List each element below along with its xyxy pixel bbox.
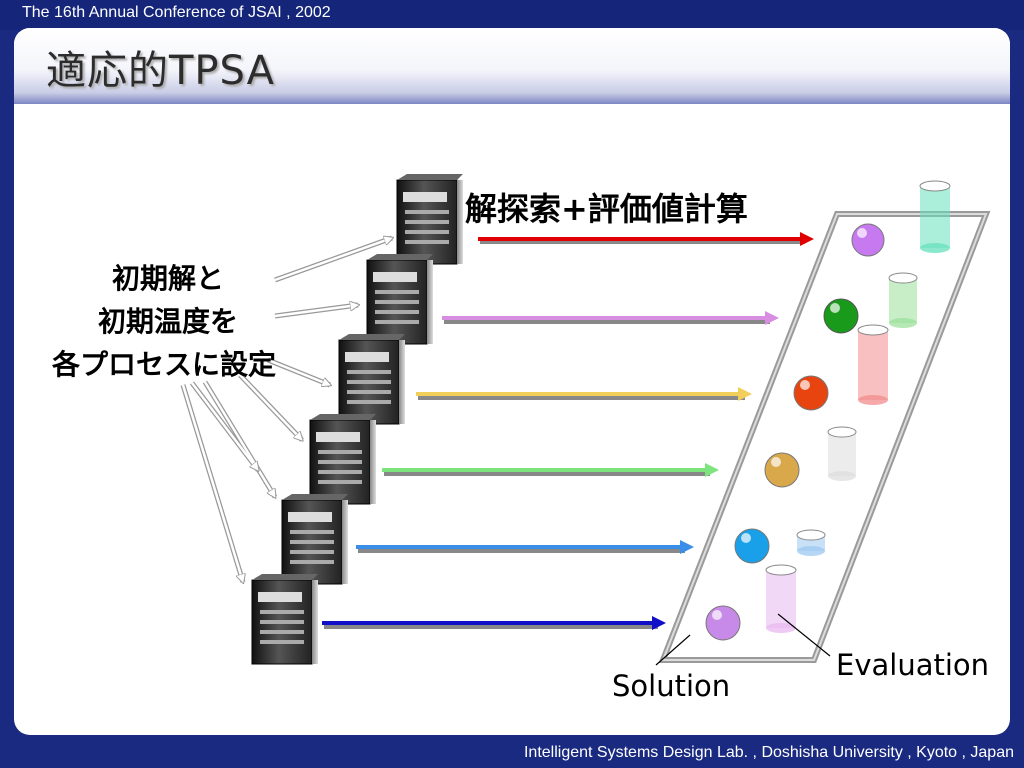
evaluation-cylinder xyxy=(765,564,797,633)
evaluation-cylinder xyxy=(796,529,826,556)
slide-title: 適応的TPSA xyxy=(46,48,276,94)
solution-sphere xyxy=(793,375,829,411)
server-icon xyxy=(309,414,376,505)
process-arrow xyxy=(442,311,779,325)
init-label-line: 初期温度を xyxy=(98,305,238,338)
init-arrows xyxy=(180,238,392,582)
sphere-highlights xyxy=(712,228,867,620)
process-servers xyxy=(251,174,463,665)
init-label-line: 各プロセスに設定 xyxy=(51,348,276,381)
evaluation-cylinder xyxy=(857,324,889,405)
solution-sphere xyxy=(705,605,741,641)
server-icon xyxy=(281,494,348,585)
evaluation-cylinder xyxy=(888,272,918,328)
title-bar: 適応的TPSA xyxy=(14,28,1010,104)
solution-sphere xyxy=(851,223,885,257)
top-bar: The 16th Annual Conference of JSAI , 200… xyxy=(0,0,1024,30)
server-icon xyxy=(366,254,433,345)
server-icon xyxy=(396,174,463,265)
process-arrow xyxy=(478,232,814,246)
process-arrows xyxy=(322,232,814,630)
process-arrow xyxy=(322,616,666,630)
server-icon xyxy=(251,574,318,665)
solution-label: Solution xyxy=(612,669,730,703)
server-icon xyxy=(338,334,405,425)
init-label: 初期解と 初期温度を 各プロセスに設定 xyxy=(51,262,276,381)
solution-sphere xyxy=(764,452,800,488)
init-label-line: 初期解と xyxy=(112,262,224,295)
evaluation-callout-line xyxy=(777,613,831,657)
process-arrow xyxy=(416,387,752,401)
evaluation-label: Evaluation xyxy=(836,648,989,682)
evaluation-cylinder xyxy=(827,426,857,481)
solution-callout-line xyxy=(655,634,691,666)
solution-sphere xyxy=(823,298,859,334)
conference-header: The 16th Annual Conference of JSAI , 200… xyxy=(22,4,331,21)
footer-credit: Intelligent Systems Design Lab. , Doshis… xyxy=(523,744,1014,761)
evaluation-cylinders xyxy=(765,180,951,633)
process-arrow xyxy=(382,463,719,477)
process-arrow xyxy=(356,540,694,554)
solution-sphere xyxy=(734,528,770,564)
process-arrow-label: 解探索+評価値計算 xyxy=(465,190,748,228)
slide-panel: 適応的TPSA xyxy=(14,28,1010,735)
solution-board xyxy=(658,211,991,663)
evaluation-cylinder xyxy=(919,180,951,253)
